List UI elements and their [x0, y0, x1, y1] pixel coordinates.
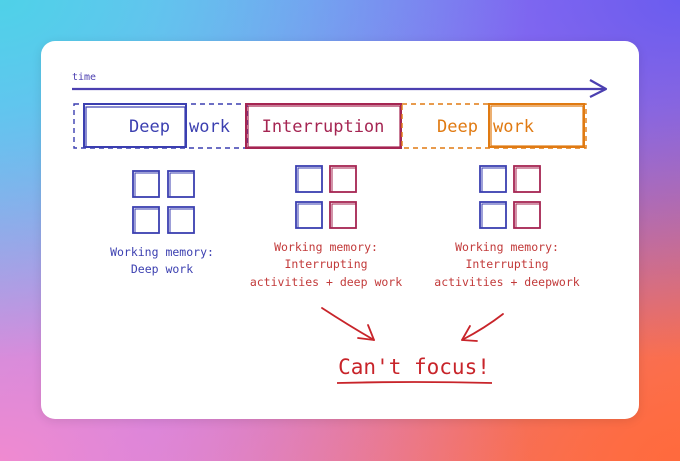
time-axis-label: time [72, 72, 96, 83]
memory-slot-sketch [134, 208, 160, 234]
memory-slot [132, 206, 160, 234]
memory-caption-1: Working memory: Deep work [110, 245, 214, 276]
memory-slot-sketch [481, 203, 507, 229]
time-axis-line [71, 87, 605, 91]
time-axis: time [71, 72, 608, 98]
memory-caption-1-line1: Working memory: [110, 245, 214, 259]
memory-caption-3-line3: activities + deepwork [434, 275, 579, 289]
memory-slot [479, 201, 507, 229]
memory-slot-sketch [297, 203, 323, 229]
memory-slot [329, 201, 357, 229]
right-arrow-head [461, 325, 478, 342]
arrows-to-conclusion [321, 307, 504, 342]
conclusion-underline [336, 381, 493, 384]
memory-slot-sketch [297, 167, 323, 193]
segment-interruption-label: Interruption [262, 117, 385, 137]
memory-slot [167, 206, 195, 234]
memory-slot [167, 170, 195, 198]
segment-deep-work-2-box-sketch [490, 105, 584, 147]
segment-deep-work-1-box-sketch [85, 106, 186, 148]
segment-deep-work-2-label-part1: Deep [437, 117, 478, 137]
memory-caption-3-line2: Interrupting [465, 257, 548, 271]
memory-grid-2 [295, 165, 357, 229]
segment-deep-work-1: Deep work [73, 103, 248, 149]
memory-caption-2-line3: activities + deep work [250, 275, 402, 289]
memory-slot [513, 201, 541, 229]
memory-slot [329, 165, 357, 193]
memory-slot-sketch [169, 208, 195, 234]
memory-slot [513, 165, 541, 193]
left-arrow-line [321, 307, 375, 341]
memory-slot [132, 170, 160, 198]
right-arrow-line [461, 313, 504, 341]
segment-deep-work-2-label-part2: work [493, 117, 534, 137]
memory-slot-sketch [515, 203, 541, 229]
memory-caption-2-line2: Interrupting [284, 257, 367, 271]
segment-deep-work-2-box [488, 103, 585, 148]
memory-slot-sketch [134, 172, 160, 198]
memory-caption-2: Working memory: Interrupting activities … [250, 240, 402, 289]
segment-deep-work-1-label-part2: work [189, 117, 230, 137]
memory-grid-1 [132, 170, 195, 234]
segment-deep-work-2: Deep work [401, 103, 587, 149]
memory-caption-3-line1: Working memory: [455, 240, 559, 254]
memory-slot-sketch [515, 167, 541, 193]
conclusion: Can't focus! [336, 355, 493, 384]
memory-caption-2-line1: Working memory: [274, 240, 378, 254]
memory-slot [479, 165, 507, 193]
memory-slot [295, 201, 323, 229]
conclusion-text: Can't focus! [338, 355, 490, 379]
memory-slot-sketch [481, 167, 507, 193]
segment-interruption: Interruption [245, 103, 402, 149]
memory-slot-sketch [331, 167, 357, 193]
segment-deep-work-1-label-part1: Deep [129, 117, 170, 137]
memory-grid-3 [479, 165, 541, 229]
segment-interruption-box-sketch [247, 105, 401, 148]
memory-caption-3: Working memory: Interrupting activities … [434, 240, 579, 289]
memory-slot-sketch [331, 203, 357, 229]
time-axis-arrowhead [589, 79, 608, 98]
memory-caption-1-line2: Deep work [131, 262, 193, 276]
memory-slot [295, 165, 323, 193]
left-arrow-head [357, 324, 375, 341]
memory-slot-sketch [169, 172, 195, 198]
segment-interruption-box [245, 103, 402, 149]
